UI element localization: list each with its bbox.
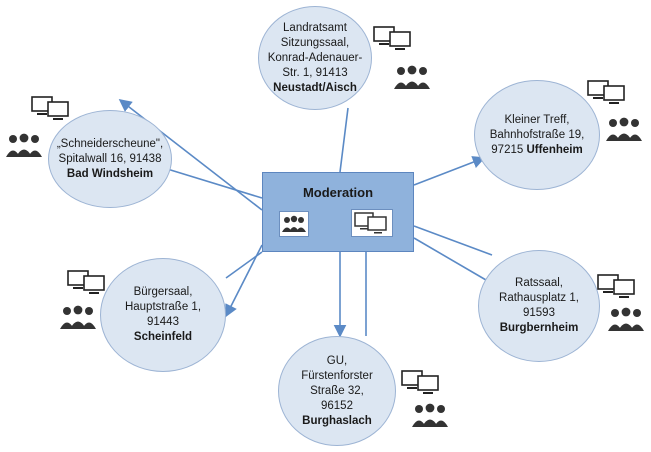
link-neustadt <box>339 107 349 173</box>
moderation-title: Moderation <box>302 185 374 200</box>
group-people-icon <box>60 305 96 329</box>
location-line: Landratsamt <box>283 21 347 34</box>
link-burgbernheim-2 <box>413 225 493 256</box>
location-line: Bahnhofstraße 19, <box>489 128 585 141</box>
location-city: Scheinfeld <box>133 331 193 343</box>
group-people-icon <box>6 133 42 157</box>
location-badwindsheim: „Schneiderscheune", Spitalwall 16, 91438… <box>48 110 172 208</box>
location-uffenheim: Kleiner Treff, Bahnhofstraße 19, 97215 U… <box>474 80 600 190</box>
computer-monitors-icon <box>597 274 635 298</box>
location-line: Fürstenforster <box>301 369 373 382</box>
location-line: Bürgersaal, <box>133 286 193 298</box>
computer-monitors-icon <box>31 96 69 120</box>
location-scheinfeld: Bürgersaal, Hauptstraße 1, 91443 Scheinf… <box>100 258 226 372</box>
location-city: Burghaslach <box>302 414 372 427</box>
location-neustadt: Landratsamt Sitzungssaal, Konrad-Adenaue… <box>258 6 372 110</box>
location-line: Sitzungssaal, <box>280 36 350 49</box>
location-city: Uffenheim <box>526 143 583 156</box>
location-burghaslach: GU, Fürstenforster Straße 32, 96152 Burg… <box>278 336 396 446</box>
location-city: Neustadt/Aisch <box>273 81 357 94</box>
location-burgbernheim: Ratssaal, Rathausplatz 1, 91593 Burgbern… <box>478 250 600 362</box>
computer-monitors-icon <box>401 370 439 394</box>
moderation-people-icon-box <box>279 211 309 237</box>
location-line: 97215 Uffenheim <box>491 143 583 156</box>
computer-monitors-icon <box>373 26 411 50</box>
location-line: Ratssaal, <box>515 277 563 289</box>
location-line: Str. 1, 91413 <box>282 66 348 79</box>
location-line: 91443 <box>147 316 179 328</box>
location-line: Konrad-Adenauer- <box>267 51 363 64</box>
moderation-box: Moderation <box>262 172 414 252</box>
location-city: Burgbernheim <box>499 322 579 334</box>
location-line: Spitalwall 16, 91438 <box>58 152 162 165</box>
location-line: 96152 <box>321 399 353 412</box>
location-line: „Schneiderscheune", <box>56 137 164 150</box>
location-line: Kleiner Treff, <box>504 113 570 126</box>
link-uffenheim <box>413 156 486 186</box>
location-line: Straße 32, <box>310 384 364 397</box>
moderation-computers-icon-box <box>351 209 393 237</box>
group-people-icon <box>606 117 642 141</box>
group-people-icon <box>394 65 430 89</box>
computer-monitors-icon <box>354 212 387 234</box>
computer-monitors-icon <box>67 270 105 294</box>
link-badwindsheim <box>163 167 263 199</box>
location-line: 91593 <box>523 307 555 319</box>
group-people-icon <box>608 307 644 331</box>
location-line: GU, <box>326 354 348 367</box>
location-line: Rathausplatz 1, <box>499 292 579 304</box>
location-city: Bad Windsheim <box>66 167 154 180</box>
link-scheinfeld-2 <box>225 251 263 279</box>
group-people-icon <box>412 403 448 427</box>
group-people-icon <box>282 215 306 232</box>
computer-monitors-icon <box>587 80 625 104</box>
link-burgbernheim <box>413 237 487 281</box>
location-line: Hauptstraße 1, <box>124 301 202 313</box>
